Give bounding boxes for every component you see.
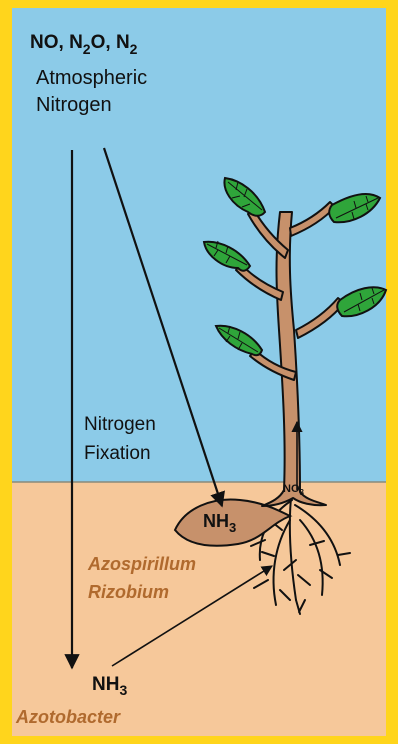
symbiotic-bacteria-line1: Azospirillum [87,554,196,574]
atmospheric-label-line1: Atmospheric [36,67,147,89]
nitrogen-fixation-line1: Nitrogen [84,414,156,435]
nitrogen-fixation-line2: Fixation [84,443,151,464]
atmospheric-label-line2: Nitrogen [36,94,112,116]
azotobacter-label: Azotobacter [15,707,121,727]
symbiotic-bacteria-line2: Rizobium [88,582,169,602]
